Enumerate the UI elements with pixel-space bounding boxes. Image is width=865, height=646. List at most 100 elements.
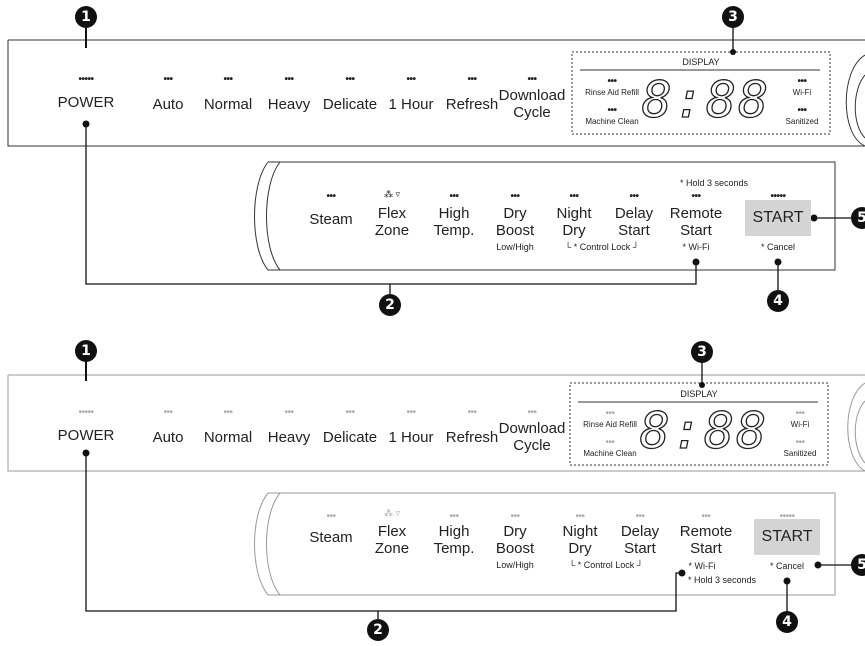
power-button[interactable]: POWER <box>57 94 115 111</box>
rinse-aid-refill-label: Rinse Aid Refill <box>585 88 639 97</box>
indicator: ••••• <box>770 191 786 202</box>
delay-start-line2: Start <box>624 540 656 557</box>
cycle-delicate-button[interactable]: Delicate <box>322 429 378 446</box>
start-button[interactable]: START <box>754 519 820 555</box>
cycle-heavy-button[interactable]: Heavy <box>267 429 311 446</box>
remote-wifi-label: * Wi-Fi <box>682 242 710 252</box>
callout-1: 1 <box>75 6 97 28</box>
dry-boost-sub-label: Low/High <box>496 560 534 570</box>
callout-4: 4 <box>767 290 789 312</box>
remote-start-line1: Remote <box>679 523 733 540</box>
indicator: ••• <box>607 76 617 87</box>
delay-start-line2: Start <box>618 222 650 239</box>
indicator: ••• <box>797 105 807 116</box>
cycle-delicate-button[interactable]: Delicate <box>322 96 378 113</box>
indicator: ••• <box>569 191 579 202</box>
download-cycle-button[interactable]: Download Cycle <box>499 420 566 454</box>
dry-boost-sub-label: Low/High <box>496 242 534 252</box>
indicator: ••• <box>691 191 701 202</box>
delay-start-button[interactable]: Delay Start <box>615 205 653 239</box>
flex-zone-button[interactable]: Flex Zone <box>375 523 409 557</box>
indicator: ••• <box>449 511 459 522</box>
night-dry-line1: Night <box>556 205 592 222</box>
cycle-heavy-button[interactable]: Heavy <box>267 96 311 113</box>
indicator: ••• <box>406 74 416 85</box>
flex-zone-icon: ⁂ ▿ <box>383 189 401 199</box>
control-panel-variant-2: ••••• POWER ••• Auto ••• Normal ••• Heav… <box>0 323 865 646</box>
cancel-label: * Cancel <box>760 242 796 252</box>
download-cycle-button[interactable]: Download Cycle <box>499 87 566 121</box>
control-lock-text: * Control Lock <box>573 242 631 252</box>
high-temp-line2: Temp. <box>433 540 475 557</box>
high-temp-line1: High <box>438 205 470 222</box>
indicator: ••• <box>629 191 639 202</box>
remote-start-line2: Start <box>690 540 722 557</box>
hold-note-label: * Hold 3 seconds <box>687 575 757 585</box>
remote-start-line1: Remote <box>669 205 723 222</box>
indicator: ••• <box>795 408 805 419</box>
steam-button[interactable]: Steam <box>309 211 353 228</box>
flex-zone-line2: Zone <box>374 540 410 557</box>
wifi-label: Wi-Fi <box>790 420 810 429</box>
hold-note-label: * Hold 3 seconds <box>679 178 749 188</box>
cycle-1hour-button[interactable]: 1 Hour <box>388 96 434 113</box>
flex-zone-line1: Flex <box>377 523 407 540</box>
delay-start-button[interactable]: Delay Start <box>621 523 659 557</box>
indicator: ••• <box>284 74 294 85</box>
callout-4: 4 <box>776 611 798 633</box>
control-lock-label: └ * Control Lock ┘ <box>564 242 640 252</box>
wifi-label: Wi-Fi <box>792 88 812 97</box>
cycle-auto-button[interactable]: Auto <box>152 96 184 113</box>
dry-boost-button[interactable]: Dry Boost <box>496 205 534 239</box>
remote-start-button[interactable]: Remote Start <box>670 205 723 239</box>
flex-zone-button[interactable]: Flex Zone <box>375 205 409 239</box>
panel-outline <box>7 361 865 619</box>
cycle-1hour-button[interactable]: 1 Hour <box>388 429 434 446</box>
remote-start-button[interactable]: Remote Start <box>680 523 733 557</box>
callout-5: 5 <box>851 554 865 576</box>
machine-clean-label: Machine Clean <box>583 449 637 458</box>
remote-wifi-label: * Wi-Fi <box>688 561 716 571</box>
sanitized-label: Sanitized <box>783 449 817 458</box>
indicator: ••• <box>797 76 807 87</box>
cancel-label: * Cancel <box>769 561 805 571</box>
high-temp-button[interactable]: High Temp. <box>434 205 475 239</box>
control-lock-text: * Control Lock <box>577 560 635 570</box>
indicator: ••• <box>345 74 355 85</box>
indicator: ••• <box>510 511 520 522</box>
high-temp-line1: High <box>438 523 470 540</box>
panel-outline <box>7 28 865 294</box>
control-lock-label: └ * Control Lock ┘ <box>568 560 644 570</box>
callout-2: 2 <box>367 619 389 641</box>
flex-zone-icon: ⁂ ▿ <box>383 508 401 518</box>
callout-3: 3 <box>691 341 713 363</box>
cycle-normal-button[interactable]: Normal <box>203 429 253 446</box>
cycle-auto-button[interactable]: Auto <box>152 429 184 446</box>
indicator: ••• <box>326 191 336 202</box>
night-dry-line1: Night <box>562 523 598 540</box>
night-dry-button[interactable]: Night Dry <box>556 205 591 239</box>
indicator: ••• <box>284 407 294 418</box>
dry-boost-line2: Boost <box>495 222 535 239</box>
download-cycle-line1: Download <box>498 420 566 437</box>
start-button[interactable]: START <box>745 200 811 236</box>
delay-start-line1: Delay <box>614 205 654 222</box>
power-button[interactable]: POWER <box>57 427 115 444</box>
dry-boost-line1: Dry <box>503 523 527 540</box>
cycle-normal-button[interactable]: Normal <box>203 96 253 113</box>
machine-clean-label: Machine Clean <box>585 117 639 126</box>
cycle-refresh-button[interactable]: Refresh <box>445 429 499 446</box>
power-indicator: ••••• <box>78 407 94 418</box>
cycle-refresh-button[interactable]: Refresh <box>445 96 499 113</box>
indicator: ••••• <box>779 511 795 522</box>
night-dry-line2: Dry <box>562 222 586 239</box>
flex-zone-line1: Flex <box>377 205 407 222</box>
indicator: ••• <box>163 407 173 418</box>
high-temp-button[interactable]: High Temp. <box>434 523 475 557</box>
night-dry-button[interactable]: Night Dry <box>562 523 597 557</box>
steam-button[interactable]: Steam <box>309 529 353 546</box>
dry-boost-button[interactable]: Dry Boost <box>496 523 534 557</box>
indicator: ••• <box>605 437 615 448</box>
indicator: ••• <box>527 407 537 418</box>
control-panel-variant-1: ••••• POWER ••• Auto ••• Normal ••• Heav… <box>7 6 865 316</box>
